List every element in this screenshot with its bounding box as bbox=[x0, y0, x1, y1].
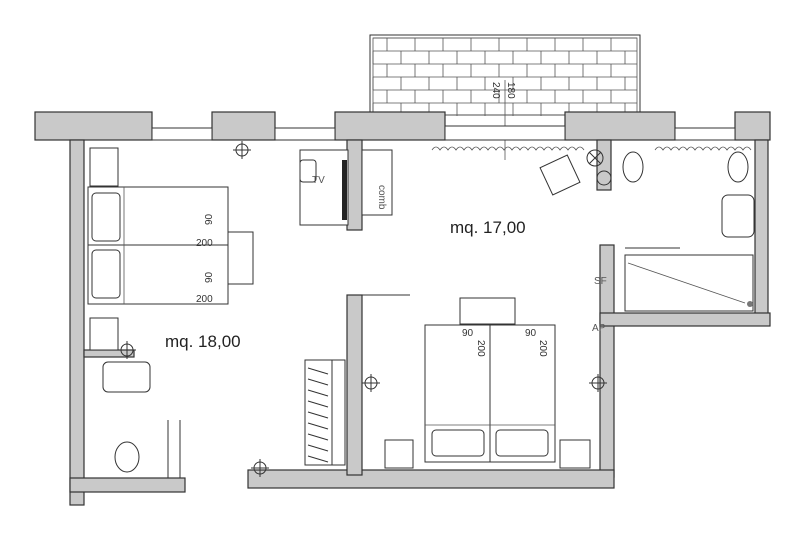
bed-length-label: 200 bbox=[537, 340, 548, 357]
chair bbox=[299, 159, 317, 183]
window[interactable] bbox=[151, 127, 213, 141]
dresser-label: comb bbox=[376, 185, 387, 210]
hanger bbox=[307, 378, 329, 386]
bed-length-label: 200 bbox=[475, 340, 486, 357]
light-point-icon bbox=[251, 459, 269, 477]
left-bedroom: 200 90 200 90 mq. 18,00 bbox=[87, 147, 346, 466]
bathroom-right: SF AP bbox=[539, 149, 755, 334]
light-point-icon bbox=[233, 141, 251, 159]
balcony-door[interactable] bbox=[444, 125, 566, 141]
dresser bbox=[361, 149, 393, 216]
hanger bbox=[307, 444, 329, 452]
fixture bbox=[586, 149, 604, 167]
light-point-icon bbox=[589, 374, 607, 392]
window[interactable] bbox=[274, 127, 336, 141]
wardrobe bbox=[304, 359, 346, 466]
pillow bbox=[431, 429, 485, 457]
hanger bbox=[307, 400, 329, 408]
curtain bbox=[431, 146, 585, 151]
pillow bbox=[495, 429, 549, 457]
ap-label: AP bbox=[592, 323, 606, 334]
pillow bbox=[91, 249, 121, 299]
bed-length-label: 200 bbox=[196, 238, 213, 249]
light-point-icon bbox=[118, 341, 136, 359]
bathroom-left bbox=[102, 361, 181, 478]
bed-width-label: 90 bbox=[204, 271, 215, 283]
tv-area: TV comb mq. 17,00 bbox=[299, 149, 526, 237]
room-area-left: mq. 18,00 bbox=[165, 332, 241, 351]
hanger bbox=[307, 433, 329, 441]
tv-screen bbox=[342, 160, 347, 220]
pillow bbox=[91, 192, 121, 242]
desk bbox=[227, 231, 254, 285]
nightstand bbox=[559, 439, 591, 469]
walls bbox=[34, 111, 771, 506]
hanger bbox=[307, 422, 329, 430]
shower bbox=[624, 254, 754, 312]
hanger bbox=[307, 389, 329, 397]
bed-length-label: 200 bbox=[196, 294, 213, 305]
balcony-dim-width: 240 bbox=[490, 82, 501, 99]
nightstand bbox=[89, 317, 119, 351]
shower-drain bbox=[747, 301, 753, 307]
hanger bbox=[307, 367, 329, 375]
toilet bbox=[114, 441, 140, 473]
hanger bbox=[307, 455, 329, 463]
bidet bbox=[622, 151, 644, 183]
light-fixtures bbox=[118, 141, 607, 477]
hanger bbox=[307, 411, 329, 419]
window[interactable] bbox=[674, 127, 736, 141]
headboard-shelf bbox=[459, 297, 516, 325]
balcony: 240 180 bbox=[369, 34, 641, 160]
bed-width-label: 90 bbox=[525, 328, 537, 339]
sf-label: SF bbox=[594, 276, 607, 287]
sink bbox=[102, 361, 151, 393]
light-point-icon bbox=[362, 374, 380, 392]
curtain bbox=[654, 146, 752, 151]
sink bbox=[721, 194, 755, 238]
bed-width-label: 90 bbox=[204, 213, 215, 225]
hangers bbox=[307, 367, 329, 463]
balcony-dim-depth: 180 bbox=[505, 82, 516, 99]
room-area-right: mq. 17,00 bbox=[450, 218, 526, 237]
nightstand bbox=[89, 147, 119, 187]
toilet bbox=[727, 151, 749, 183]
nightstand bbox=[384, 439, 414, 469]
tv-label: TV bbox=[312, 175, 325, 186]
chair bbox=[539, 154, 581, 196]
windows bbox=[151, 125, 752, 151]
right-bedroom: 90 200 90 200 bbox=[384, 297, 591, 469]
bed-width-label: 90 bbox=[462, 328, 474, 339]
